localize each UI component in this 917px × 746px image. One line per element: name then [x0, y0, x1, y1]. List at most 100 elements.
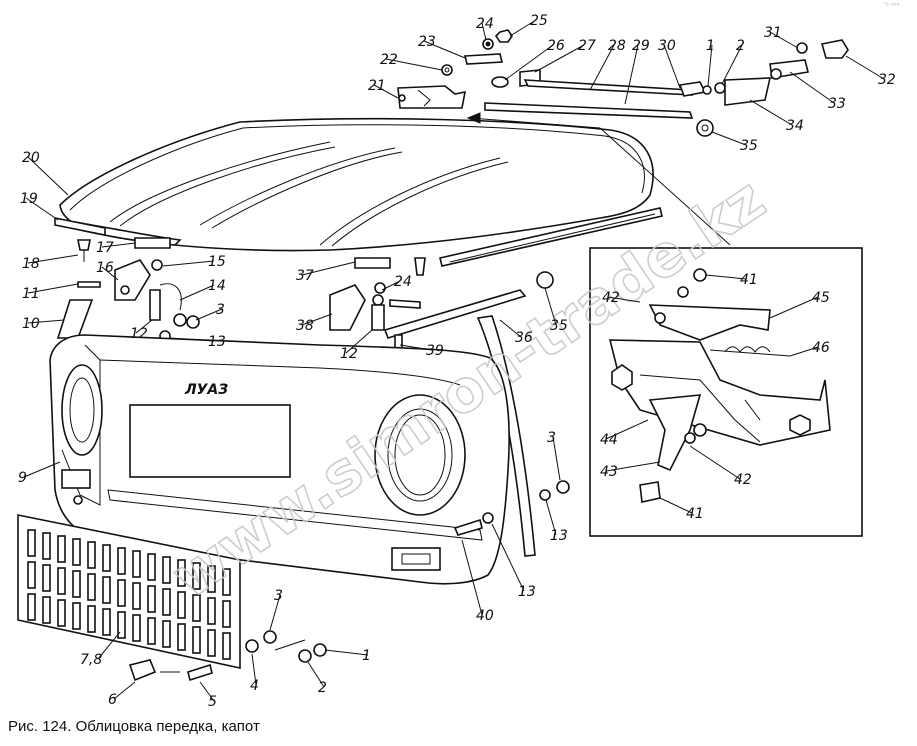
leader-n35a	[711, 131, 747, 146]
callout-n22: 22	[380, 52, 398, 68]
figure-caption: Рис. 124. Облицовка передка, капот	[8, 718, 260, 735]
leader-n27	[534, 44, 585, 73]
callout-n44: 44	[600, 432, 618, 448]
callout-n17: 17	[96, 240, 114, 256]
callout-n41a: 41	[740, 272, 758, 288]
leader-n39	[399, 344, 433, 351]
callout-n31: 31	[764, 25, 782, 41]
grille-slot	[147, 585, 156, 613]
callout-n5: 5	[208, 694, 217, 710]
leader-n13b	[545, 499, 557, 536]
grille-slot	[147, 617, 156, 645]
leader-n45	[769, 296, 819, 319]
callout-n3c: 3	[274, 588, 283, 604]
leader-n14	[179, 284, 215, 301]
callout-n46: 46	[812, 340, 830, 356]
callout-n32: 32	[878, 72, 896, 88]
callout-n35a: 35	[740, 138, 758, 154]
grille-slot	[87, 541, 96, 569]
leader-n19	[25, 197, 59, 221]
callout-n16: 16	[96, 260, 114, 276]
grille-slot	[192, 594, 201, 622]
leader-n34	[749, 99, 793, 126]
leader-n12a	[135, 319, 153, 334]
grille-slot	[177, 623, 186, 651]
grille-slot	[207, 629, 216, 657]
grille-slot	[207, 597, 216, 625]
leader-n12b	[345, 329, 373, 354]
callout-n38: 38	[296, 318, 314, 334]
grille-slot	[222, 632, 231, 660]
leader-n2b	[307, 661, 325, 688]
leader-n3b	[552, 436, 561, 481]
callout-n20: 20	[22, 150, 40, 166]
leader-n2a	[721, 44, 743, 85]
leader-n43	[605, 461, 661, 472]
leader-n25	[509, 19, 537, 37]
leader-n3a	[195, 308, 223, 321]
leader-n9	[23, 461, 61, 478]
left-hinge-parts	[56, 237, 200, 342]
callout-n26: 26	[547, 38, 565, 54]
callout-n6: 6	[108, 692, 117, 708]
grille-slot	[192, 626, 201, 654]
callout-n10: 10	[22, 316, 40, 332]
callout-n29: 29	[632, 38, 650, 54]
leader-n28	[589, 44, 615, 91]
grille-slot	[27, 593, 36, 621]
grille-slot	[27, 529, 36, 557]
right-hinge-parts	[329, 257, 554, 356]
grille-slot	[117, 611, 126, 639]
leader-n40	[461, 539, 483, 616]
callout-n37: 37	[296, 268, 314, 284]
grille-slot	[27, 561, 36, 589]
leader-n42a	[607, 296, 641, 303]
grille-slot	[147, 553, 156, 581]
callout-n34: 34	[786, 118, 804, 134]
grille-slot	[72, 602, 81, 630]
callout-n42a: 42	[602, 290, 620, 306]
callout-n2a: 2	[736, 38, 745, 54]
callout-n15: 15	[208, 254, 226, 270]
leader-n18	[27, 254, 79, 264]
grille-slot	[102, 576, 111, 604]
callout-n40: 40	[476, 608, 494, 624]
hood-seal-strips	[54, 207, 663, 267]
leader-n15	[162, 260, 215, 267]
leader-n24a	[481, 22, 487, 41]
grille-slot	[132, 550, 141, 578]
callout-n24a: 24	[476, 16, 494, 32]
callout-n3b: 3	[547, 430, 556, 446]
grille-slot	[42, 596, 51, 624]
grille-slot	[117, 547, 126, 575]
leader-n13c	[491, 523, 525, 592]
grille-slot	[117, 579, 126, 607]
grille-slot	[57, 535, 66, 563]
callout-n78: 7,8	[80, 652, 102, 668]
leader-n26	[504, 44, 554, 81]
leader-n38	[301, 313, 333, 326]
leader-n3c	[269, 594, 281, 631]
grille-slot	[102, 544, 111, 572]
leader-n46	[789, 346, 819, 357]
callout-n9: 9	[18, 470, 27, 486]
leader-n23	[423, 40, 466, 59]
callout-n18: 18	[22, 256, 40, 272]
callout-n3a: 3	[216, 302, 225, 318]
leader-n31	[769, 31, 799, 49]
grille-slot	[177, 559, 186, 587]
leader-n11	[27, 283, 79, 294]
callout-n41b: 41	[686, 506, 704, 522]
callout-n42b: 42	[734, 472, 752, 488]
grille-slot	[42, 532, 51, 560]
luaz-logo: ЛУАЗ	[184, 382, 228, 398]
leader-n21	[373, 84, 399, 99]
lock-mechanism-inset	[589, 247, 863, 537]
leader-n17	[101, 242, 136, 248]
grille-slot	[177, 591, 186, 619]
leader-n35b	[544, 287, 557, 326]
callout-n23: 23	[418, 34, 436, 50]
callout-n14: 14	[208, 278, 226, 294]
